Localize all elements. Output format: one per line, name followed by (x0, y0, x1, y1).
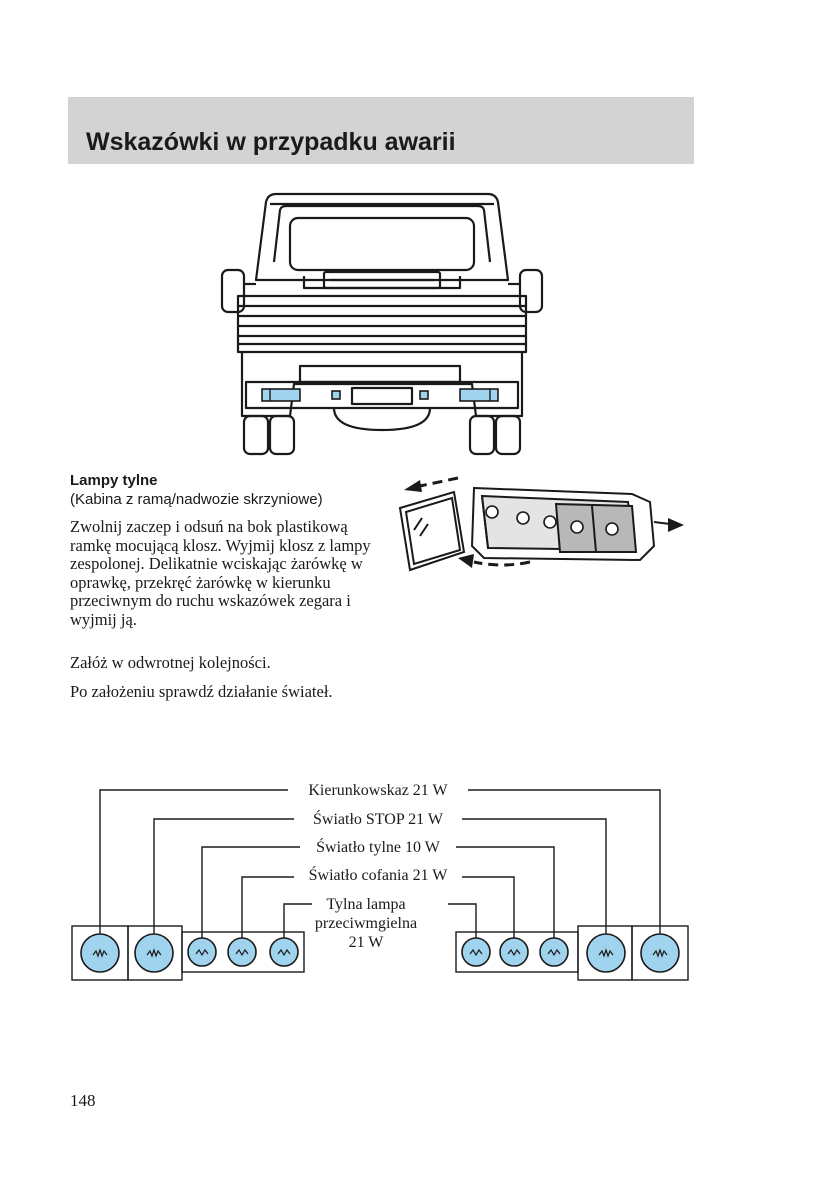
bulb-reverse-right (499, 937, 529, 967)
page-title: Wskazówki w przypadku awarii (86, 128, 456, 156)
bulb-stop-left (134, 933, 174, 973)
instruction-paragraph: Załóż w odwrotnej kolejności. (70, 653, 271, 672)
label-fog-line3: 21 W (349, 934, 385, 951)
lamp-removal-illustration (398, 476, 684, 572)
instruction-paragraph: Zwolnij zaczep i odsuń na bok plastikową… (70, 517, 371, 629)
section-title: Lampy tylne (70, 472, 158, 489)
bulb-indicator-right (640, 933, 680, 973)
truck-rear-illustration (220, 192, 544, 456)
header-bar (68, 97, 694, 164)
label-tail: Światło tylne 10 W (316, 837, 441, 856)
label-indicator: Kierunkowskaz 21 W (308, 782, 448, 799)
section-subtitle: (Kabina z ramą/nadwozie skrzyniowe) (70, 491, 323, 508)
label-fog-line1: Tylna lampa (326, 896, 405, 913)
bulb-tail-right (539, 937, 569, 967)
label-fog-line2: przeciwmgielna (315, 915, 417, 932)
instruction-paragraph: Po założeniu sprawdź działanie świateł. (70, 682, 333, 701)
bulb-tail-left (187, 937, 217, 967)
bulb-fog-left (269, 937, 299, 967)
bulb-fog-right (461, 937, 491, 967)
bulb-indicator-left (80, 933, 120, 973)
bulb-layout-diagram: Kierunkowskaz 21 W Światło STOP 21 W Świ… (71, 782, 689, 981)
bulb-reverse-left (227, 937, 257, 967)
label-stop: Światło STOP 21 W (313, 809, 444, 828)
page-number: 148 (70, 1091, 96, 1110)
bulb-stop-right (586, 933, 626, 973)
label-reverse: Światło cofania 21 W (309, 865, 449, 884)
